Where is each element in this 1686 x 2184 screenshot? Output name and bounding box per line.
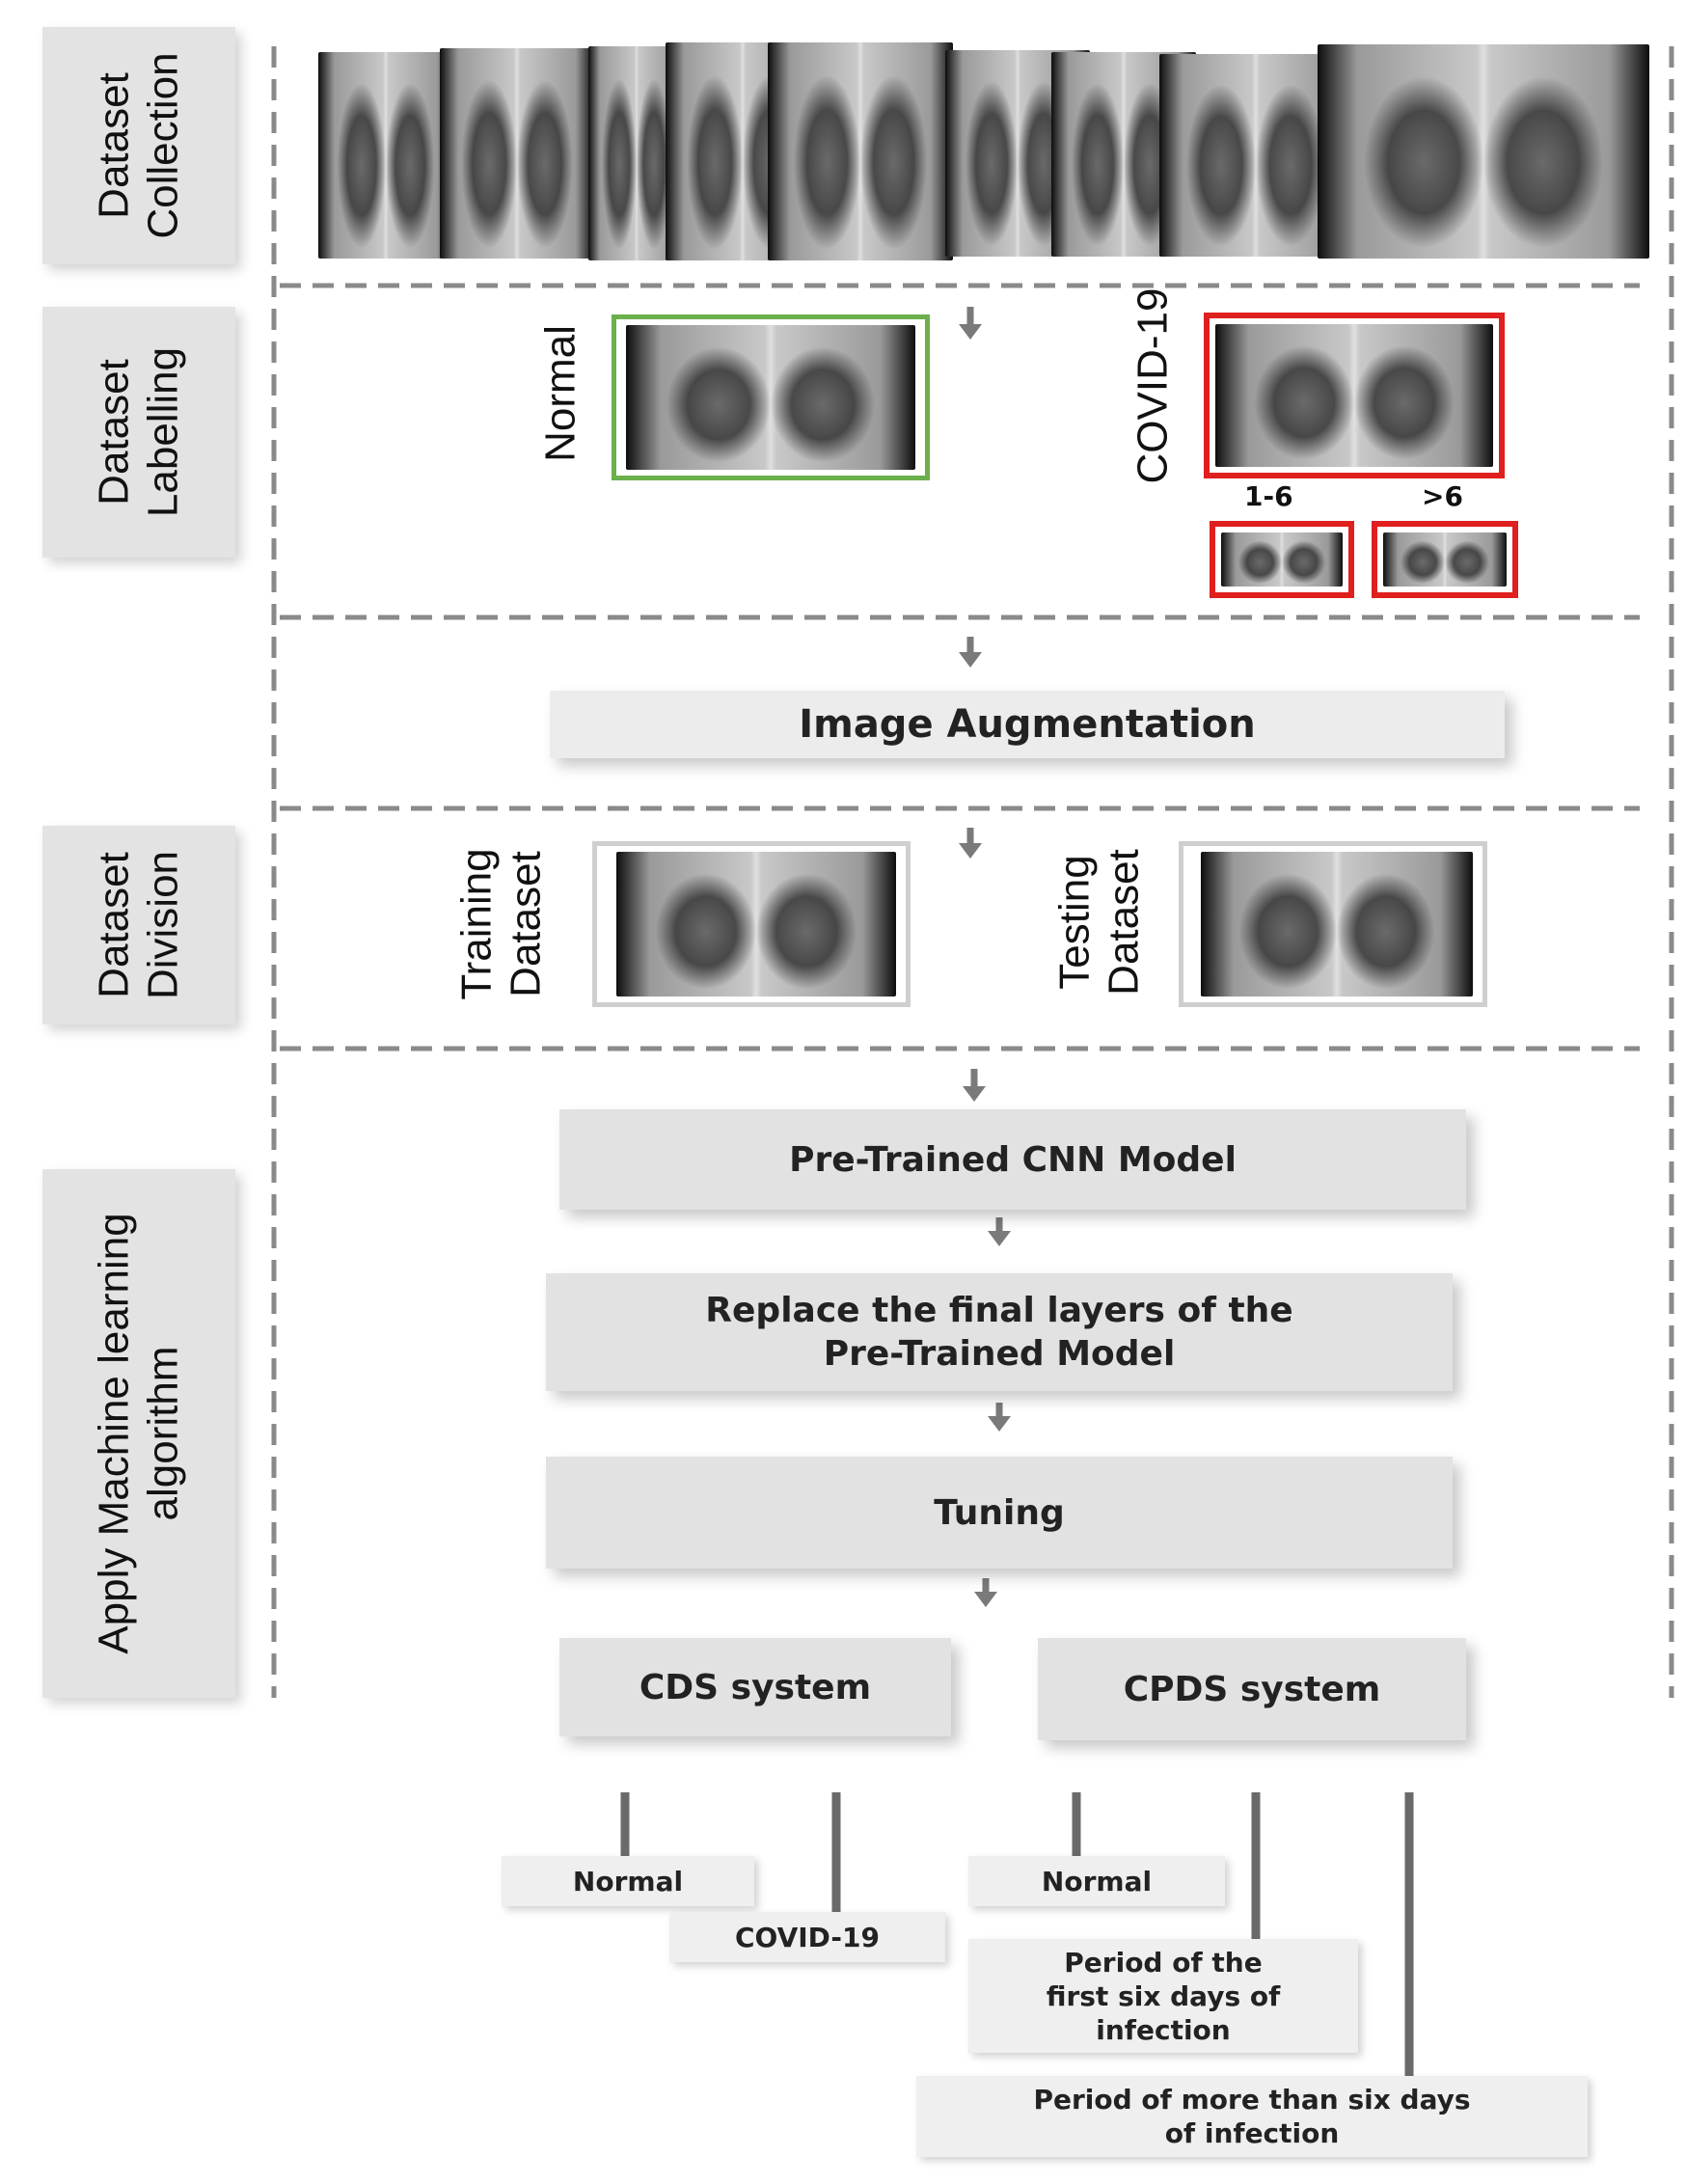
cpds-output-normal: Normal: [968, 1856, 1225, 1906]
stage-division: Dataset Division: [42, 826, 235, 1024]
cds-output-covid: COVID-19: [669, 1912, 945, 1962]
covid-late-xray: [1383, 532, 1507, 587]
cpds-output-more-than-six-days: Period of more than six days of infectio…: [916, 2076, 1588, 2157]
covid-late-frame: [1372, 521, 1518, 598]
stage-collection: Dataset Collection: [42, 27, 235, 264]
stage-collection-label: Dataset Collection: [90, 52, 186, 239]
label-training-dataset: Training Dataset: [452, 848, 549, 1000]
cpds-output-first-six-days: Period of the first six days of infectio…: [968, 1939, 1358, 2053]
image-augmentation-box: Image Augmentation: [550, 691, 1505, 758]
covid-early-frame: [1210, 521, 1354, 598]
pretrained-cnn-box: Pre-Trained CNN Model: [559, 1109, 1466, 1210]
stage-ml-label: Apply Machine learning algorithm: [90, 1213, 186, 1654]
xray-image: [1318, 44, 1649, 259]
cpds-system-box: CPDS system: [1038, 1638, 1466, 1740]
cds-output-normal: Normal: [502, 1856, 754, 1906]
label-normal: Normal: [536, 325, 585, 462]
xray-image: [318, 52, 453, 259]
normal-xray-frame: [612, 314, 930, 480]
testing-xray: [1201, 852, 1473, 996]
covid-xray-frame: [1204, 313, 1505, 478]
label-testing-dataset: Testing Dataset: [1050, 849, 1147, 996]
range-label-1-6: 1-6: [1244, 480, 1293, 512]
range-label-gt6: >6: [1422, 480, 1463, 512]
xray-image: [768, 42, 953, 260]
covid-early-xray: [1221, 532, 1343, 587]
training-xray-frame: [592, 841, 911, 1007]
stage-division-label: Dataset Division: [90, 850, 186, 1000]
stage-labelling-label: Dataset Labelling: [90, 346, 186, 518]
label-covid: COVID-19: [1129, 287, 1177, 484]
replace-layers-box: Replace the final layers of the Pre-Trai…: [546, 1273, 1453, 1391]
cds-system-box: CDS system: [559, 1638, 951, 1736]
xray-collection-strip: [318, 42, 1649, 262]
normal-xray: [626, 325, 915, 470]
tuning-box: Tuning: [546, 1457, 1453, 1569]
training-xray: [616, 852, 896, 996]
covid-xray: [1215, 324, 1493, 467]
stage-labelling: Dataset Labelling: [42, 307, 235, 558]
testing-xray-frame: [1179, 841, 1487, 1007]
stage-ml: Apply Machine learning algorithm: [42, 1169, 235, 1698]
xray-image: [440, 48, 594, 259]
